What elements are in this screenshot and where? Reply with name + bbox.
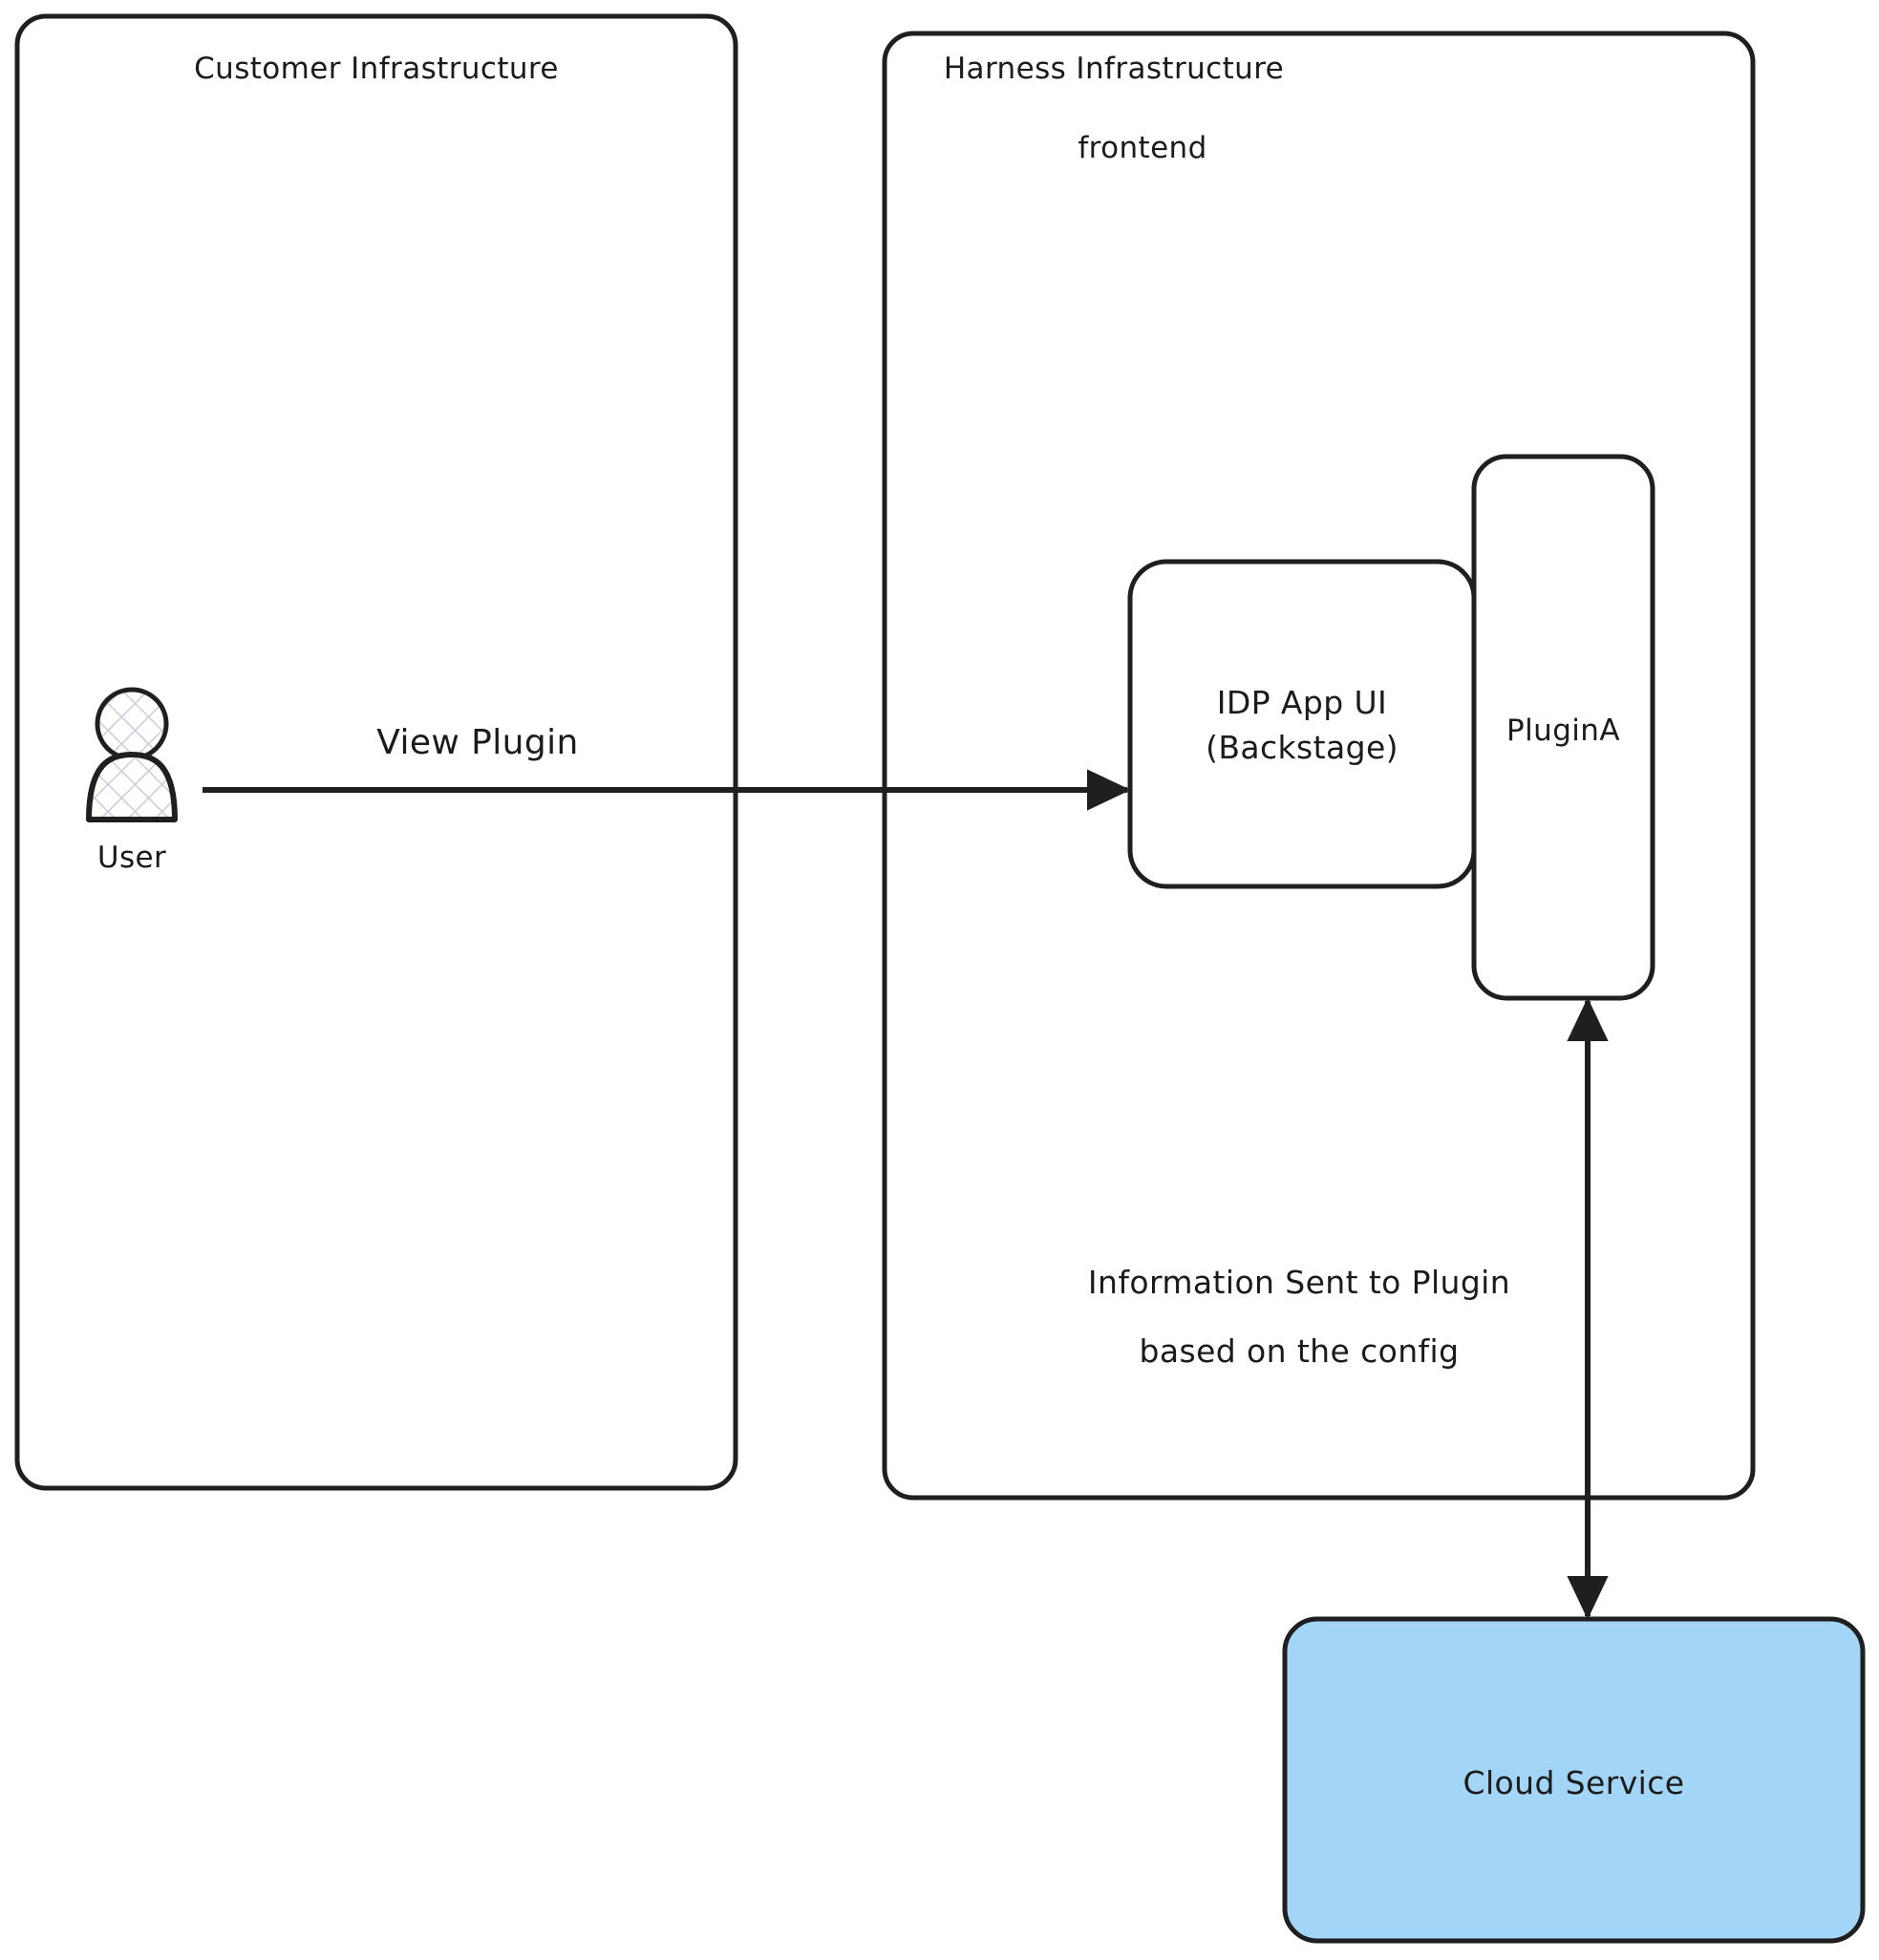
user-icon xyxy=(86,687,178,822)
container-customer-infrastructure xyxy=(14,13,738,1491)
node-label-idp-app-ui-line1: IDP App UI xyxy=(1216,684,1388,721)
container-title-customer-infrastructure: Customer Infrastructure xyxy=(194,52,559,86)
node-label-cloud-service: Cloud Service xyxy=(1463,1764,1685,1801)
node-idp-app-ui[interactable] xyxy=(1127,559,1477,889)
edge-label-info-sent-line1: Information Sent to Plugin xyxy=(1087,1264,1511,1301)
actor-label-user: User xyxy=(96,841,167,875)
node-label-idp-app-ui-line2: (Backstage) xyxy=(1206,729,1399,766)
edge-label-view-plugin: View Plugin xyxy=(376,723,579,762)
group-title-frontend: frontend xyxy=(1078,131,1207,165)
edge-label-info-sent-line2: based on the config xyxy=(1139,1332,1460,1370)
container-title-harness-infrastructure: Harness Infrastructure xyxy=(943,52,1285,86)
node-label-plugin-a: PluginA xyxy=(1506,714,1620,748)
